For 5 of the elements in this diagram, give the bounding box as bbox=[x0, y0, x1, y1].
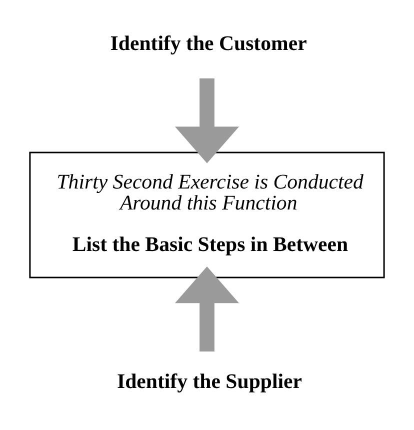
arrow bbox=[174, 266, 240, 352]
node-text: Identify the Supplier bbox=[116, 368, 302, 393]
arrow bbox=[174, 78, 240, 164]
node-text: Identify the Customer bbox=[110, 31, 307, 56]
node-box: Thirty Second Exercise is Conducted Around this Function List the Basic Steps in Between bbox=[29, 152, 385, 278]
